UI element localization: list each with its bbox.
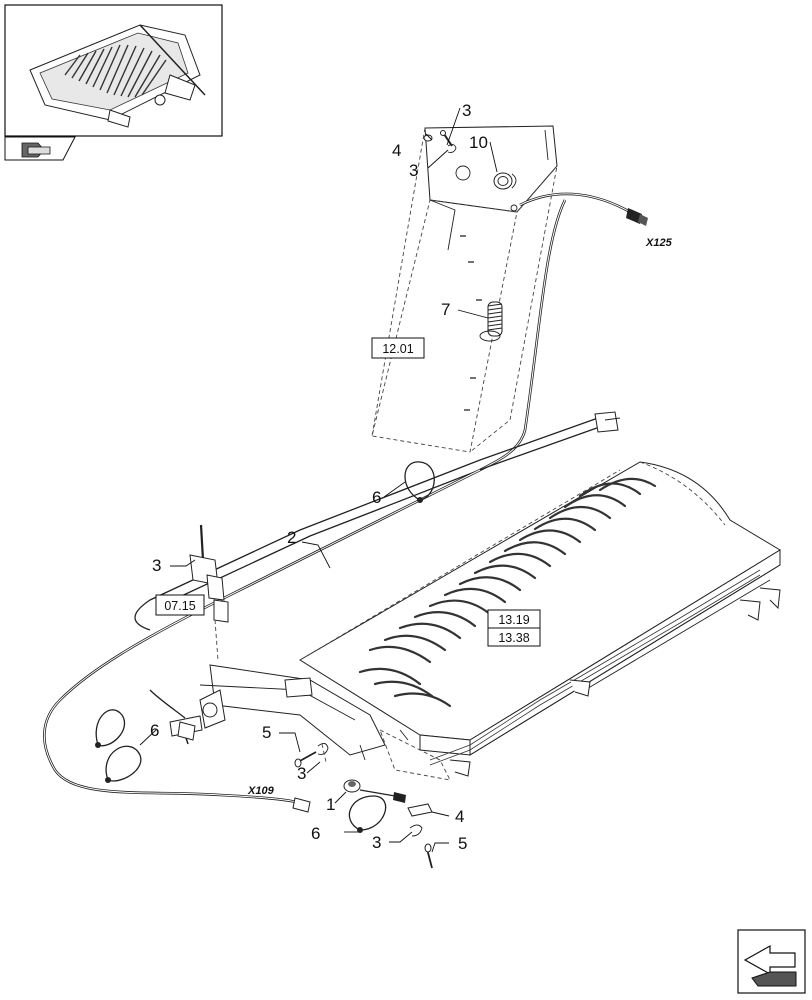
upper-cover-panel xyxy=(371,125,558,453)
callout-3: 3 xyxy=(372,833,381,852)
hydraulic-pipes xyxy=(134,411,621,631)
screw-part-8 xyxy=(440,130,453,147)
rivet-part-5-bottom xyxy=(424,843,433,869)
next-page-arrow-icon[interactable] xyxy=(737,929,806,994)
clip-part-3-top xyxy=(447,143,457,153)
connector-label-x125: X125 xyxy=(645,237,673,249)
callout-9: 4 xyxy=(392,141,401,160)
callout-8: 3 xyxy=(462,101,471,120)
rivet-part-5-left xyxy=(294,751,317,768)
reference-box-13-38[interactable]: 13.38 xyxy=(487,627,541,647)
main-harness-part-2 xyxy=(43,468,481,813)
clip-part-3-left xyxy=(317,743,329,763)
callout-6: 6 xyxy=(311,824,320,843)
callout-3: 3 xyxy=(152,556,161,575)
svg-text:13.38: 13.38 xyxy=(498,631,529,645)
callout-6: 6 xyxy=(372,488,381,507)
callout-labels: 4 3 3 10 7 6 2 3 6 5 3 1 6 3 4 5 xyxy=(150,101,488,853)
harness-cable-x125 xyxy=(479,192,648,472)
callout-1: 1 xyxy=(326,795,335,814)
reference-box-12-01[interactable]: 12.01 xyxy=(371,337,425,359)
spring-part-7 xyxy=(479,301,503,342)
clip-part-3-bottom xyxy=(409,824,423,837)
callout-5: 5 xyxy=(458,834,467,853)
svg-text:13.19: 13.19 xyxy=(498,613,529,627)
sieve-grate-assembly xyxy=(299,461,781,777)
sensor-connector xyxy=(359,789,406,803)
leader-lines xyxy=(139,107,498,853)
plate-part-4 xyxy=(407,803,433,817)
reference-box-07-15[interactable]: 07.15 xyxy=(155,594,205,616)
callout-2: 2 xyxy=(287,528,296,547)
washer-part-9 xyxy=(423,134,433,142)
cable-tie-part-6-top xyxy=(404,461,435,503)
callout-3: 3 xyxy=(297,764,306,783)
cable-ties-part-6-left xyxy=(95,709,142,783)
callout-10: 10 xyxy=(469,133,488,152)
callout-3: 3 xyxy=(409,161,418,180)
callout-5: 5 xyxy=(262,723,271,742)
bracket-assembly-07-15 xyxy=(189,524,229,661)
hose-end xyxy=(177,721,196,745)
grommet-part-10 xyxy=(493,172,517,190)
callout-4: 4 xyxy=(455,807,464,826)
svg-text:12.01: 12.01 xyxy=(382,342,413,356)
connector-label-x109: X109 xyxy=(247,785,275,797)
machine-overview-thumbnail[interactable] xyxy=(4,4,223,137)
previous-page-arrow-icon[interactable] xyxy=(4,136,76,161)
reference-box-13-19[interactable]: 13.19 xyxy=(487,609,541,629)
callout-6: 6 xyxy=(150,721,159,740)
svg-text:07.15: 07.15 xyxy=(164,599,195,613)
grommet-part-1 xyxy=(343,779,361,793)
cable-tie-part-6-bottom xyxy=(348,795,387,833)
callout-7: 7 xyxy=(441,300,450,319)
